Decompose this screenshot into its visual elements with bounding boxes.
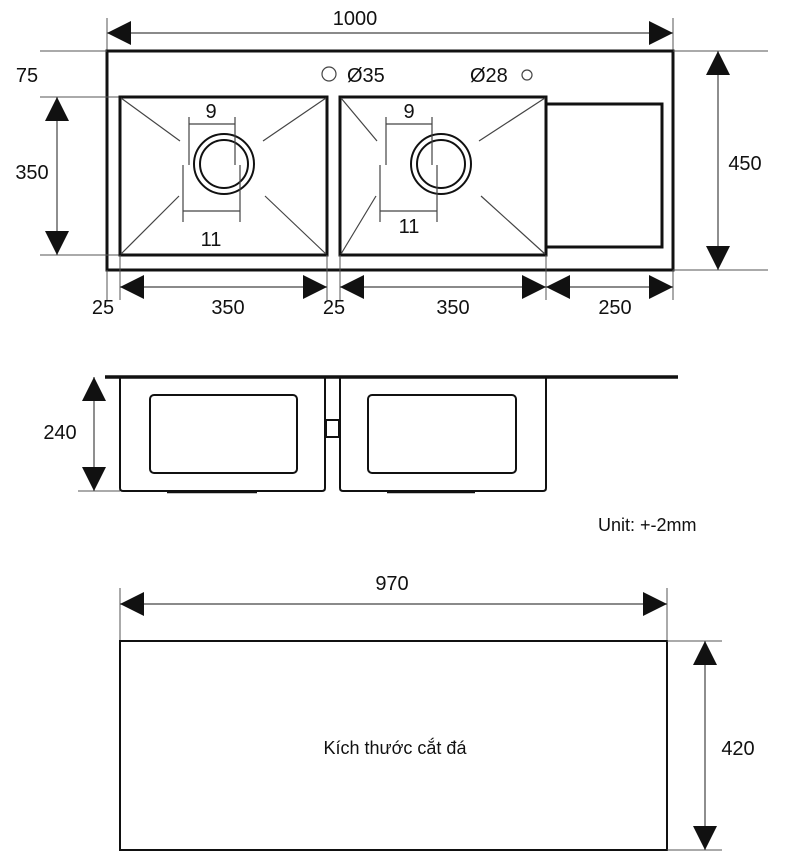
hole-1-label: Ø35 [347,65,385,87]
drainboard-width-label: 250 [598,297,631,319]
drain-bottom-label: 11 [399,216,420,238]
drainboard [544,102,664,249]
divider-width-label: 25 [323,297,345,319]
hole-2-label: Ø28 [470,65,508,87]
bowl-2-width-label: 350 [436,297,469,319]
bowl-2: 9 11 [338,95,548,257]
top-view: 1000 75 350 450 Ø35 Ø28 9 11 [15,8,768,319]
soap-hole-icon [521,69,533,81]
sink-outline [105,49,675,272]
cutout-view: 970 420 Kích thước cắt đá [119,573,755,851]
unit-note: Unit: +-2mm [598,515,697,535]
cutout-rect [119,640,668,851]
cutout-caption: Kích thước cắt đá [324,737,468,758]
drain-bottom-label: 11 [201,229,222,251]
height-label: 240 [43,422,76,444]
margin-left-label: 25 [92,297,114,319]
bowl-1-width-label: 350 [211,297,244,319]
drain-inner-icon [416,139,466,189]
bowl-1: 9 11 [118,95,329,257]
cutout-width-label: 970 [375,573,408,595]
cutout-depth-label: 420 [721,738,754,760]
overall-width-label: 1000 [333,8,378,30]
overall-depth-label: 450 [728,153,761,175]
drain-top-label: 9 [403,101,414,123]
drain-inner-icon [199,139,249,189]
drain-top-label: 9 [205,101,216,123]
faucet-hole-icon [321,66,337,82]
bowl-depth-label: 350 [15,162,48,184]
side-view: 240 [43,375,678,494]
drain-outer-icon [193,133,255,195]
drain-outer-icon [410,133,472,195]
back-margin-label: 75 [16,65,38,87]
